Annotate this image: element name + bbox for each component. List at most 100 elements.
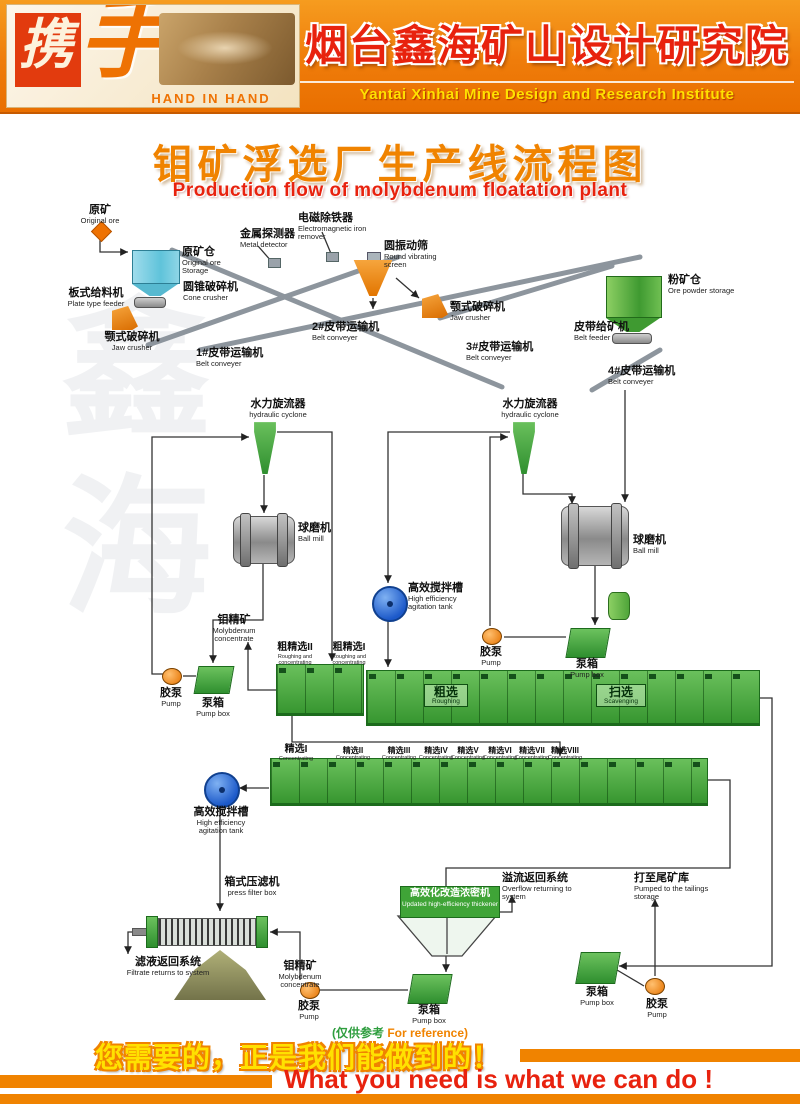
label-conc-8: 精选VIII Concentrating (544, 746, 586, 762)
logo-char-shou: 手 (79, 4, 172, 91)
label-pump-mid-cn: 胶泵 (480, 646, 502, 658)
ball-mill-right-symbol (561, 503, 629, 569)
reference-note-en: For reference) (387, 1026, 469, 1040)
label-pumpbox-mid-en: Pump box (570, 669, 604, 679)
label-metal-detector-en: Metal detector (240, 239, 288, 249)
label-conc-1: 精选I Concentrating (274, 744, 318, 762)
label-metal-detector: 金属探测器 Metal detector (240, 228, 320, 249)
roughing-label-en: Roughing (432, 697, 460, 705)
press-filter-symbol (132, 914, 268, 950)
label-mo-concentrate-bottom-en: Molybdenum concentrate (278, 971, 322, 990)
label-jaw-crusher-2: 颚式破碎机 Jaw crusher (450, 301, 526, 322)
label-belt-3-cn: 3#皮带运输机 (466, 341, 534, 353)
thickener-symbol (396, 915, 498, 957)
label-agitation-right-en: High efficiency agitation tank (408, 593, 457, 612)
flotation-bank-rough-scavenge (366, 670, 760, 726)
label-conc-3-cn: 精选III (387, 746, 411, 755)
logo-area: 携 手 HAND IN HAND (6, 4, 300, 108)
label-iron-remover-cn: 电磁除铁器 (298, 212, 353, 224)
label-jaw-crusher-1: 颚式破碎机 Jaw crusher (94, 331, 170, 352)
thickener-label-en: Updated high-efficiency thickener (402, 901, 498, 908)
label-conc-7: 精选VII Concentrating (512, 746, 552, 762)
flow-arrows (99, 231, 773, 991)
label-cyclone-right-cn: 水力旋流器 (502, 398, 558, 410)
label-ball-mill-right-cn: 球磨机 (633, 534, 666, 546)
label-original-ore-cn: 原矿 (89, 204, 111, 216)
label-mo-concentrate-mid: 钼精矿 Molybdenum concentrate (198, 614, 270, 644)
label-pumpbox-mid-cn: 泵箱 (576, 658, 598, 670)
ore-storage-bin-funnel (132, 284, 178, 296)
label-belt-feeder-en: Belt feeder (574, 332, 611, 342)
label-jaw-crusher-1-en: Jaw crusher (111, 342, 153, 352)
label-conc-5: 精选V Concentrating (448, 746, 488, 762)
label-cone-crusher-cn: 圆锥破碎机 (183, 281, 238, 293)
label-agitation-left-en: High efficiency agitation tank (196, 817, 246, 836)
roughing-label-cn: 粗选 (433, 685, 458, 699)
label-pumpbox-bottom-left-cn: 泵箱 (418, 1004, 440, 1016)
ore-storage-bin (132, 250, 180, 296)
label-pump-mid: 胶泵 Pump (470, 646, 512, 667)
ore-storage-bin-body (132, 250, 180, 284)
label-vibrating-screen: 圆振动筛 Round vibrating screen (384, 240, 448, 270)
label-belt-2: 2#皮带运输机 Belt conveyer (312, 321, 398, 342)
label-cone-crusher: 圆锥破碎机 Cone crusher (183, 281, 253, 302)
label-pumpbox-left: 泵箱 Pump box (190, 697, 236, 718)
label-conc-6: 精选VI Concentrating (480, 746, 520, 762)
reference-note-cn: (仅供参考 (331, 1026, 384, 1040)
pumpbox-bottom-right-symbol (575, 952, 621, 984)
label-press-filter-cn: 箱式压滤机 (224, 876, 280, 888)
label-pump-left-en: Pump (161, 698, 181, 708)
label-conc-4: 精选IV Concentrating (416, 746, 456, 762)
label-belt-2-cn: 2#皮带运输机 (312, 321, 380, 333)
label-conc-3-en: Concentrating (381, 755, 417, 762)
label-ball-mill-left: 球磨机 Ball mill (298, 522, 348, 543)
label-conc-1-en: Concentrating (278, 755, 314, 762)
label-belt-feeder-cn: 皮带给矿机 (574, 321, 629, 333)
label-ore-storage-cn: 原矿仓 (182, 246, 215, 258)
label-rough-conc-2: 粗精选II Roughing and concentrating (268, 642, 322, 666)
flotation-bank-rough-concentrate (276, 664, 364, 716)
label-jaw-crusher-2-cn: 颚式破碎机 (450, 301, 505, 313)
filter-plates (158, 918, 256, 946)
label-vibrating-screen-en: Round vibrating screen (384, 251, 437, 270)
label-cyclone-right-en: hydraulic cyclone (501, 409, 559, 419)
label-ball-mill-right: 球磨机 Ball mill (633, 534, 683, 555)
label-powder-storage: 粉矿仓 Ore powder storage (668, 274, 748, 295)
iron-remover-symbol (326, 252, 339, 262)
label-pumpbox-bottom-right-en: Pump box (580, 997, 614, 1007)
label-cyclone-left-cn: 水力旋流器 (250, 398, 306, 410)
label-belt-4-cn: 4#皮带运输机 (608, 365, 676, 377)
flotation-bank-cleaning (270, 758, 708, 806)
label-pump-left: 胶泵 Pump (150, 687, 192, 708)
scavenging-label-en: Scavenging (604, 697, 638, 705)
label-agitation-right: 高效搅拌槽 High efficiency agitation tank (408, 582, 482, 612)
agitation-tank-right-symbol (372, 586, 408, 622)
logo-char-xie: 携 (19, 12, 73, 76)
page-title-en: Production flow of molybdenum floatation… (172, 180, 628, 201)
label-pumpbox-bottom-right-cn: 泵箱 (586, 986, 608, 998)
belt-feeder-symbol (612, 333, 652, 344)
label-conc-2-en: Concentrating (335, 755, 371, 762)
label-conc-8-cn: 精选VIII (550, 746, 579, 755)
institute-name-en: Yantai Xinhai Mine Design and Research I… (359, 86, 735, 103)
roughing-label: 粗选 Roughing (424, 684, 468, 708)
label-tailings-en: Pumped to the tailings storage (634, 883, 709, 902)
label-pump-bottom-right: 胶泵 Pump (636, 998, 678, 1019)
slogan-cn: 您需要的，正是我们能做到的！ (95, 1041, 502, 1074)
header-banner: 携 手 HAND IN HAND 烟台鑫海矿山设计研究院 Yantai Xinh… (0, 0, 800, 114)
pump-bottom-right-symbol (645, 978, 665, 995)
label-plate-feeder: 板式给料机 Plate type feeder (58, 287, 134, 308)
reference-note: (仅供参考 For reference) (0, 1024, 800, 1041)
label-conc-4-cn: 精选IV (424, 746, 448, 755)
label-metal-detector-cn: 金属探测器 (240, 228, 295, 240)
scavenging-label: 扫选 Scavenging (596, 684, 646, 708)
label-belt-1-cn: 1#皮带运输机 (196, 347, 264, 359)
label-filtrate-return-en: Filtrate returns to system (126, 967, 210, 977)
plate-feeder-symbol (134, 297, 166, 308)
label-jaw-crusher-2-en: Jaw crusher (450, 312, 491, 322)
label-iron-remover-en: Electromagnetic iron remover (298, 223, 367, 242)
pump-bottom-left-symbol (300, 982, 320, 999)
label-ball-mill-right-en: Ball mill (633, 545, 659, 555)
label-pump-bottom-left: 胶泵 Pump (288, 1000, 330, 1021)
pump-left-symbol (162, 668, 182, 685)
